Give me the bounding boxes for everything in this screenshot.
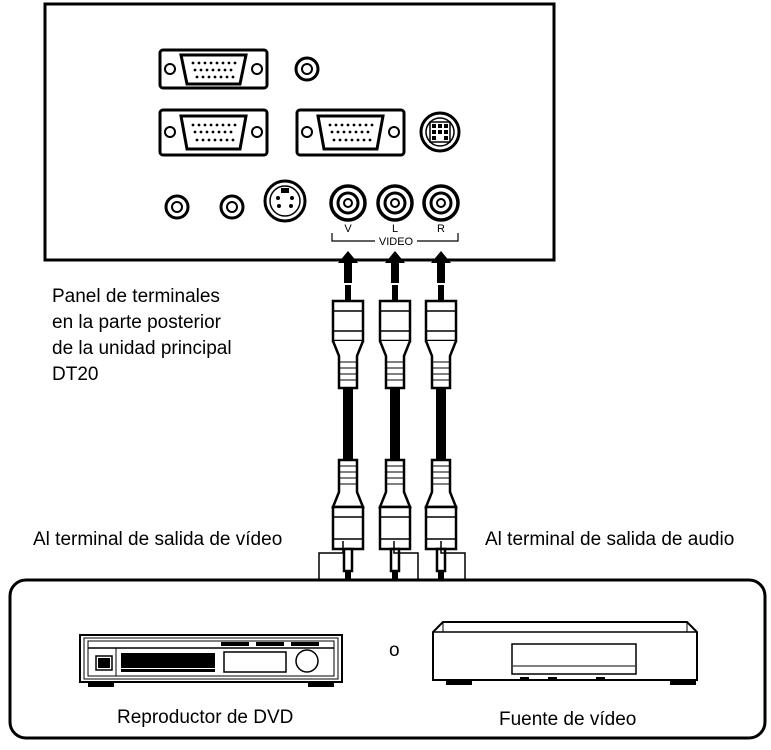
video-source-label: Fuente de vídeo [499, 709, 637, 730]
rca-jack-l [376, 184, 414, 222]
video-output-label: Al terminal de salida de vídeo [33, 529, 283, 550]
dvd-player-icon [79, 634, 343, 687]
video-source-icon [432, 621, 698, 685]
connection-arrows [338, 251, 451, 283]
audio-jack-bottom-2 [219, 194, 245, 220]
video-group-bracket [331, 233, 459, 242]
audio-output-label: Al terminal de salida de audio [485, 529, 735, 550]
rca-jack-v [329, 184, 367, 222]
panel-caption-line-1: Panel de terminales [52, 286, 220, 307]
jack-group-label: VIDEO [379, 236, 414, 248]
din-connector [419, 111, 461, 153]
audio-jack-bottom-1 [164, 194, 190, 220]
source-devices-frame [8, 578, 767, 740]
rca-jack-r [422, 184, 460, 222]
video-output-bracket [318, 541, 344, 580]
or-label: o [389, 640, 400, 661]
jack-label-l: L [392, 223, 398, 235]
vga-connector-top [158, 48, 269, 90]
dvd-player-label: Reproductor de DVD [117, 707, 294, 728]
rca-cable-audio-l [378, 285, 412, 579]
jack-label-r: R [437, 223, 445, 235]
panel-caption-line-2: en la parte posterior [52, 312, 221, 333]
panel-caption-line-3: de la unidad principal [52, 338, 232, 359]
audio-output-bracket [393, 541, 466, 580]
audio-jack-top [294, 56, 320, 82]
s-video-connector [263, 179, 307, 223]
panel-caption-line-4: DT20 [52, 364, 99, 385]
terminal-panel: V L R VIDEO [43, 2, 556, 262]
vga-connector-middle-right [295, 108, 406, 157]
rca-cable-video [331, 285, 365, 579]
rca-cable-audio-r [424, 285, 458, 579]
jack-label-v: V [344, 223, 352, 235]
vga-connector-middle-left [158, 108, 269, 157]
